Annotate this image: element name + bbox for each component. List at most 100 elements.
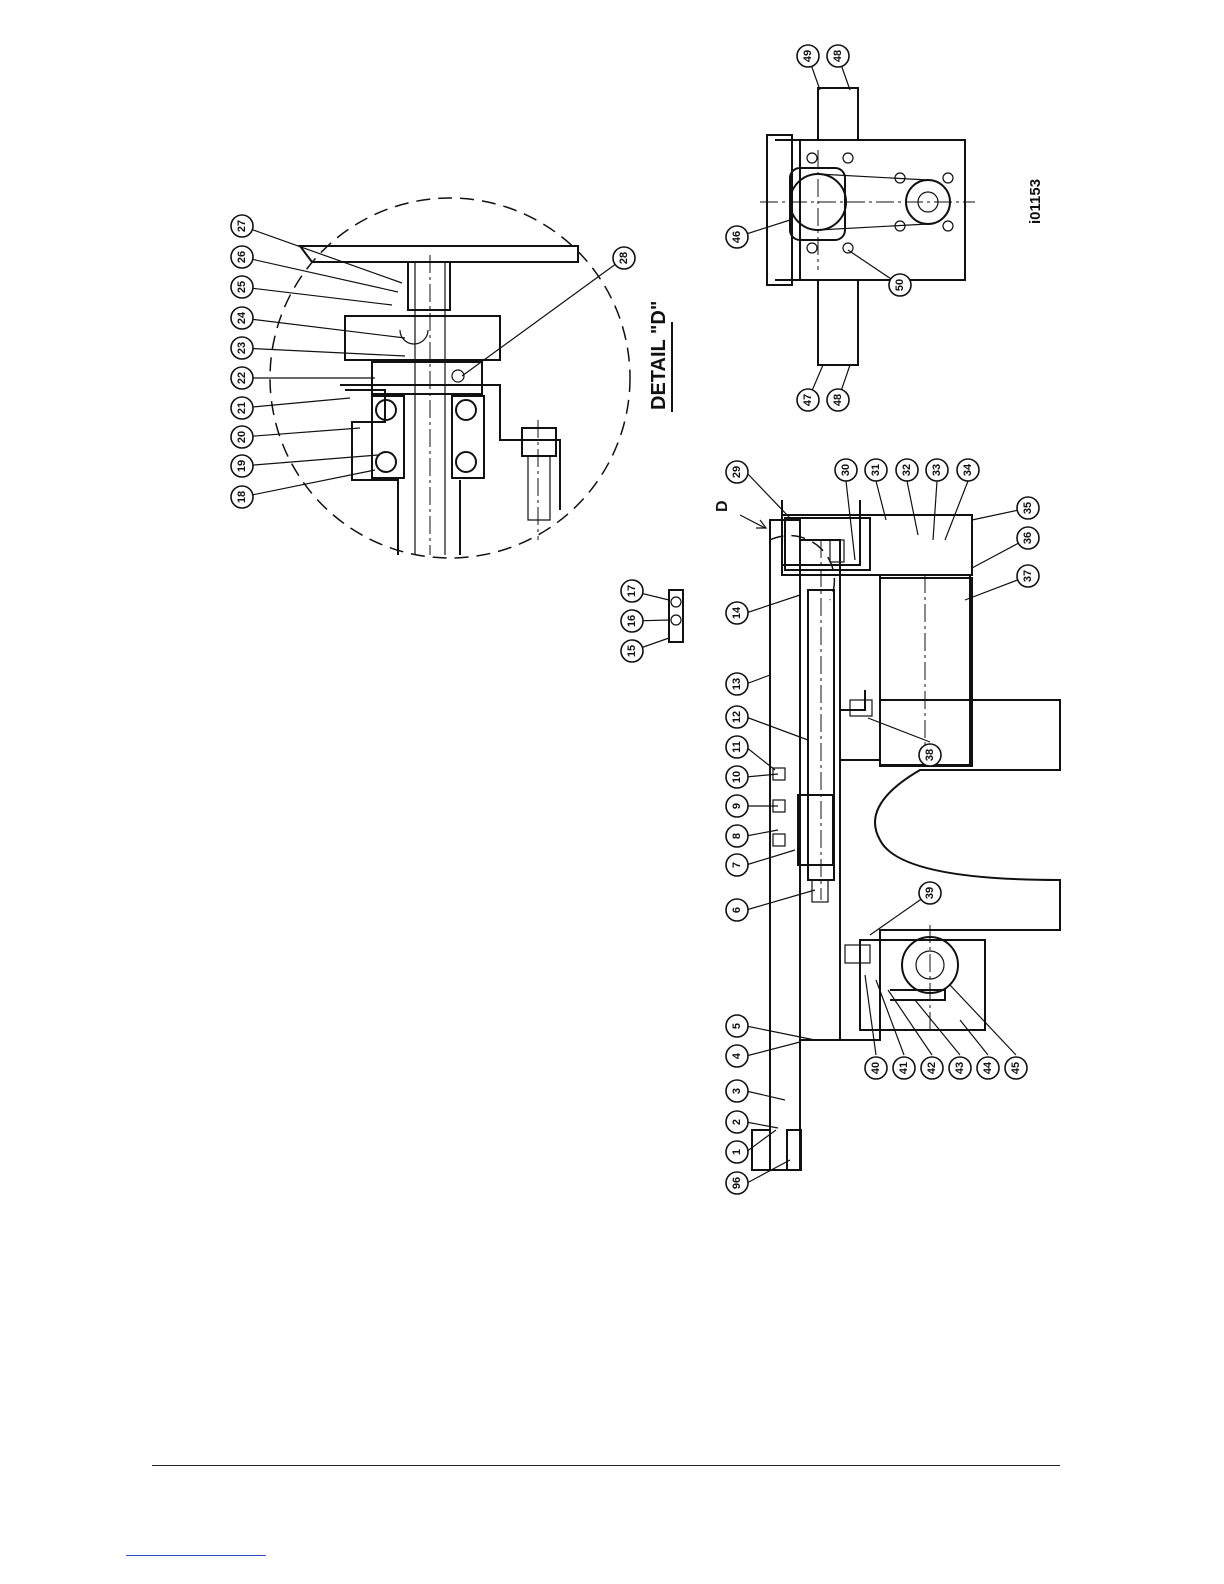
callout-24: 24 [231,307,253,329]
callout-number: 42 [926,1062,938,1074]
callout-number: 33 [931,464,943,476]
callout-31: 31 [865,459,887,481]
callout-12: 12 [726,706,748,728]
callout-96: 96 [726,1172,748,1194]
callout-15: 15 [621,640,643,662]
callout-18: 18 [231,486,253,508]
callout-number: 14 [731,606,743,619]
callout-number: 7 [731,862,743,868]
callout-8: 8 [726,825,748,847]
callout-number: 49 [802,50,814,62]
callout-number: 21 [236,402,248,414]
callout-number: 47 [802,394,814,406]
callout-number: 36 [1022,532,1034,544]
callout-38: 38 [919,744,941,766]
callout-number: 43 [954,1062,966,1074]
callout-number: 38 [924,749,936,761]
callout-3: 3 [726,1080,748,1102]
callout-number: 17 [626,585,638,597]
callout-number: 9 [731,803,743,809]
footer-link-underline [126,1555,266,1556]
callout-19: 19 [231,455,253,477]
callout-number: 39 [924,887,936,899]
callout-number: 41 [898,1062,910,1074]
figure-id: i01153 [1027,179,1044,224]
callout-20: 20 [231,426,253,448]
callout-16: 16 [621,610,643,632]
callout-27: 27 [231,215,253,237]
callout-number: 22 [236,372,248,384]
callout-number: 20 [236,431,248,443]
callout-number: 31 [870,464,882,476]
callout-21: 21 [231,397,253,419]
callout-number: 4 [731,1052,743,1059]
callout-49: 49 [797,45,819,67]
callout-number: 1 [731,1149,743,1155]
callout-25: 25 [231,276,253,298]
callout-number: 28 [618,252,630,264]
callout-46: 46 [726,226,748,248]
callout-44: 44 [977,1057,999,1079]
callout-10: 10 [726,766,748,788]
callout-number: 12 [731,711,743,723]
callout-22: 22 [231,367,253,389]
callout-41: 41 [893,1057,915,1079]
callout-4: 4 [726,1045,748,1067]
callout-37: 37 [1017,565,1039,587]
callout-number: 25 [236,281,248,293]
callout-number: 40 [870,1062,882,1074]
callout-1: 1 [726,1141,748,1163]
callout-number: 46 [731,231,743,243]
callout-number: 27 [236,220,248,232]
callout-14: 14 [726,602,748,624]
callout-50: 50 [889,274,911,296]
callout-number: 37 [1022,570,1034,582]
callout-number: 18 [236,491,248,503]
callout-number: 3 [731,1088,743,1094]
callout-number: 23 [236,342,248,354]
detail-d-caption: DETAIL "D" [648,301,670,410]
callout-number: 6 [731,907,743,913]
callout-number: 19 [236,460,248,472]
callout-number: 8 [731,833,743,839]
callout-36: 36 [1017,527,1039,549]
callout-5: 5 [726,1015,748,1037]
callout-number: 2 [731,1119,743,1125]
end-view [760,88,975,365]
callout-13: 13 [726,673,748,695]
callout-17: 17 [621,580,643,602]
callout-number: 15 [626,645,638,657]
callout-11: 11 [726,736,748,758]
callout-number: 16 [626,615,638,627]
callout-47: 47 [797,389,819,411]
callout-26: 26 [231,246,253,268]
callout-45: 45 [1005,1057,1027,1079]
callout-33: 33 [926,459,948,481]
callout-number: 96 [731,1177,743,1189]
callout-42: 42 [921,1057,943,1079]
callout-number: 48 [832,394,844,406]
callout-34: 34 [957,459,979,481]
callout-number: 26 [236,251,248,263]
callout-number: 29 [731,466,743,478]
callout-number: 30 [840,464,852,476]
callout-number: 45 [1010,1062,1022,1074]
callout-number: 44 [982,1061,994,1074]
callout-number: 24 [236,311,248,324]
callout-39: 39 [919,882,941,904]
callout-balloons: 1819202122232425262728151617961234567891… [231,45,1039,1194]
callout-29: 29 [726,461,748,483]
callout-number: 48 [832,50,844,62]
callout-30: 30 [835,459,857,481]
callout-number: 32 [901,464,913,476]
callout-32: 32 [896,459,918,481]
footer-rule [152,1465,1060,1466]
callout-23: 23 [231,337,253,359]
callout-number: 10 [731,771,743,783]
callout-number: 11 [731,741,743,753]
callout-48: 48 [827,389,849,411]
callout-number: 5 [731,1023,743,1029]
detail-d-label: DETAIL "D" [648,301,672,412]
callout-43: 43 [949,1057,971,1079]
